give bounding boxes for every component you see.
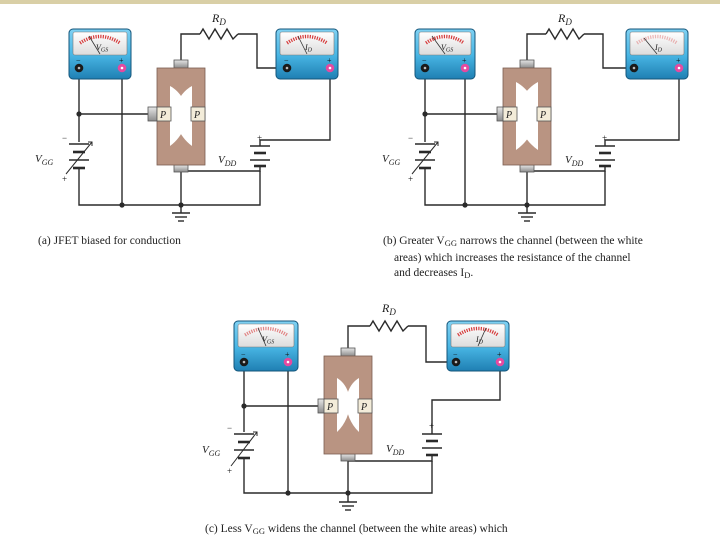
panel-c-p-right: P [360,402,367,413]
svg-text:+: + [62,174,67,184]
panel-b-rd-label: RD [557,11,572,27]
panel-c-wires [243,325,501,502]
panel-c-jfet: P P [317,347,373,462]
panel-b-p-right: P [539,110,546,121]
panel-b-vdd-battery [595,145,615,168]
panel-a-p-left: P [159,110,166,121]
panel-a-depletion-right [175,86,192,146]
panel-a-resistor-rd [199,27,239,41]
panel-b-jfet: P P [496,59,552,173]
svg-text:−: − [631,56,636,65]
panel-b-id-meter: ID − + [625,28,689,80]
panel-b-vdd-label: VDD [565,154,584,168]
panel-b-vgg-label: VGG [382,153,401,167]
panel-a-vgs-meter: VGS − + [68,28,132,80]
svg-text:ID: ID [475,335,484,346]
svg-text:+: + [327,56,332,65]
svg-text:+: + [497,350,502,359]
panel-c-p-left: P [326,402,333,413]
top-band [0,0,720,4]
caption-b: (b) Greater VGG narrows the channel (bet… [383,234,703,283]
panel-a-rd-label: RD [211,11,226,27]
panel-c-vgg-battery [230,431,258,470]
svg-text:−: − [227,423,232,433]
panel-a-vgg-label: VGG [35,153,54,167]
panel-c-id-meter: ID − + [446,320,510,372]
panel-c-vdd-label: VDD [386,443,405,457]
panel-c-junctions [241,403,351,496]
caption-b-line-2: areas) which increases the resistance of… [394,252,631,264]
svg-text:−: − [408,133,413,143]
caption-b-line-3: and decreases ID. [394,267,474,280]
svg-text:−: − [422,56,427,65]
svg-text:+: + [408,174,413,184]
panel-a-jfet: P P [147,59,206,173]
svg-text:−: − [453,350,458,359]
panel-b-ground [518,212,536,222]
panel-c: RD P P VGS − + [202,301,510,511]
svg-text:VGS: VGS [96,43,108,54]
panel-b-depletion-right [518,82,538,150]
svg-text:+: + [462,56,467,65]
svg-text:−: − [76,56,81,65]
panel-b: RD P P VGS − + [382,11,689,222]
panel-c-resistor-rd [369,319,409,333]
panel-b-p-left: P [505,110,512,121]
panel-a-vdd-battery [250,145,270,168]
svg-text:VGS: VGS [441,43,453,54]
svg-text:+: + [227,466,232,476]
panel-a-ground [172,212,190,222]
panel-a-id-meter: ID − + [275,28,339,80]
panel-c-rd-label: RD [381,301,396,317]
svg-text:ID: ID [654,43,663,54]
panel-c-depletion-left [337,378,350,432]
caption-a: (a) JFET biased for conduction [38,235,181,247]
svg-text:−: − [284,56,289,65]
svg-text:VGS: VGS [262,335,274,346]
svg-text:+: + [257,133,262,143]
svg-text:+: + [429,421,434,431]
svg-text:+: + [676,56,681,65]
panel-c-vdd-battery [422,433,442,457]
panel-c-depletion-right [346,378,359,432]
panel-b-junctions [422,111,530,208]
panel-b-vgg-battery [411,141,439,178]
svg-text:+: + [602,133,607,143]
panel-b-vgs-meter: VGS − + [414,28,476,80]
panel-a-vdd-label: VDD [218,154,237,168]
panel-a: RD P P VGS − + [35,11,339,222]
panel-c-vgs-meter: VGS − + [233,320,299,372]
panel-c-vgg-label: VGG [202,444,221,458]
svg-text:ID: ID [304,43,313,54]
caption-b-line-1: (b) Greater VGG narrows the channel (bet… [383,235,643,248]
panel-c-ground [339,501,357,511]
svg-text:+: + [285,350,290,359]
svg-text:−: − [62,133,67,143]
svg-text:+: + [119,56,124,65]
caption-c: (c) Less VGG widens the channel (between… [205,523,508,536]
panel-a-junctions [76,111,184,208]
svg-text:−: − [241,350,246,359]
panel-a-vgg-battery [65,141,93,178]
panel-a-wires [78,33,331,213]
panel-a-p-right: P [193,110,200,121]
panel-b-resistor-rd [545,27,585,41]
